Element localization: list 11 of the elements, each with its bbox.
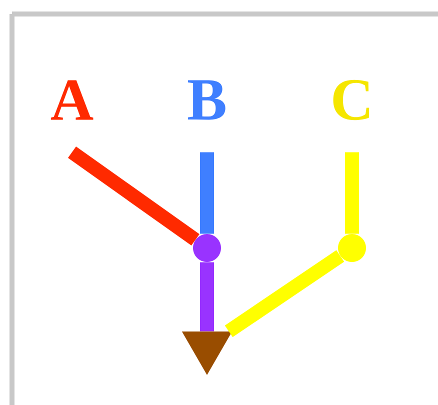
letter-label: A <box>50 80 94 120</box>
connector-line <box>68 146 200 246</box>
connector-line <box>200 152 214 234</box>
letter-label: B <box>188 80 226 120</box>
junction-dot <box>193 234 221 262</box>
arrowhead-triangle <box>182 332 232 375</box>
connector-line <box>200 262 214 332</box>
connector-line <box>224 250 344 338</box>
connector-line <box>345 152 359 234</box>
letter-label: C <box>333 80 370 120</box>
junction-dot <box>338 234 366 262</box>
